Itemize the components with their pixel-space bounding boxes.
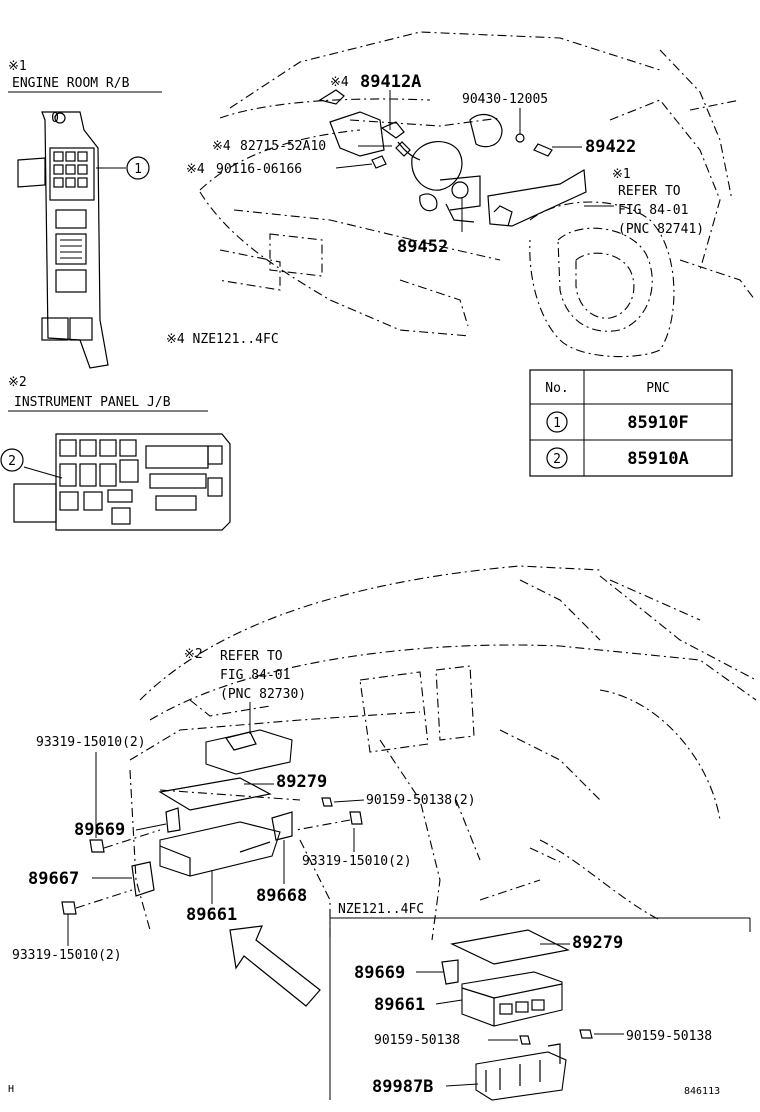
p82715-mark: ※4 (212, 139, 231, 154)
ref1-line3: (PNC 82741) (618, 222, 704, 237)
engine-room-rb-section: ※1 ENGINE ROOM R/B 0 1 (8, 59, 162, 369)
engine-room-label: ENGINE ROOM R/B (12, 76, 130, 91)
instrument-panel-jb-box (13, 433, 231, 531)
p90159a-label: 90159-50138(2) (366, 793, 476, 808)
ref1-line2: FIG 84-01 (618, 203, 688, 218)
callout-2-circle (0, 448, 24, 472)
ref1-mark: ※1 (612, 167, 631, 182)
top-part-labels: ※4 89412A 90430-12005 ※4 82715-52A10 894… (166, 72, 704, 347)
p90159a-leader (333, 799, 365, 803)
p90116-label: 90116-06166 (216, 162, 302, 177)
pnc-row-2-circle (546, 447, 568, 469)
engine-room-mark: ※1 (8, 59, 27, 74)
pnc-row-1-circle (546, 411, 568, 433)
p89412a-mark: ※4 (330, 75, 349, 90)
pnc-table-frame (529, 369, 733, 477)
pnc-row-2-pnc: 85910A (627, 449, 688, 469)
inset-p89279-label: 89279 (572, 933, 623, 953)
ref2-line2: FIG 84-01 (220, 668, 290, 683)
p90116-leader (335, 163, 373, 169)
ref1-line1: REFER TO (618, 184, 681, 199)
instrument-panel-label: INSTRUMENT PANEL J/B (14, 395, 171, 410)
bottom-part-labels: ※2 REFER TO FIG 84-01 (PNC 82730) 93319-… (12, 647, 476, 963)
dashboard-drawing (61, 565, 757, 1007)
car-front-drawing (199, 31, 756, 358)
p89669-leader (135, 823, 167, 831)
p90116-mark: ※4 (186, 162, 205, 177)
p89668-label: 89668 (256, 886, 307, 906)
p93319c-label: 93319-15010(2) (12, 948, 122, 963)
p89279-label: 89279 (276, 772, 327, 792)
p89667-label: 89667 (28, 869, 79, 889)
nze-inset (329, 917, 751, 1101)
footer-code: 846113 (684, 1086, 720, 1097)
callout-1-number: 1 (134, 162, 142, 177)
view-arrow-icon (229, 925, 321, 1007)
instrument-panel-jb-section: ※2 INSTRUMENT PANEL J/B 2 (0, 375, 231, 531)
pnc-row-1-no: 1 (553, 416, 561, 431)
pnc-row-1-pnc: 85910F (627, 413, 688, 433)
p89422-label: 89422 (585, 137, 636, 157)
inset-part-labels: 89279 89669 89661 90159-50138 90159-5013… (354, 933, 712, 1097)
inset-p89669-label: 89669 (354, 963, 405, 983)
ref2-line1: REFER TO (220, 649, 283, 664)
pnc-row-2-no: 2 (553, 452, 561, 467)
model-note-top: ※4 NZE121..4FC (166, 332, 279, 347)
callout-1-circle (126, 156, 150, 180)
engine-room-zero-mark: 0 (51, 111, 59, 126)
inset-p89987b-leader (445, 1083, 479, 1087)
callout-2-number: 2 (8, 454, 16, 469)
inset-p90159a-label: 90159-50138 (374, 1033, 460, 1048)
pnc-header-no: No. (545, 381, 568, 396)
inset-p89661-label: 89661 (374, 995, 425, 1015)
footer-left: H (8, 1084, 14, 1095)
p82715-label: 82715-52A10 (240, 139, 326, 154)
p89452-label: 89452 (397, 237, 448, 257)
pnc-table: No. PNC 1 85910F 2 85910A (529, 369, 733, 477)
p89412a-label: 89412A (360, 72, 421, 92)
p90430-label: 90430-12005 (462, 92, 548, 107)
p93319a-label: 93319-15010(2) (36, 735, 146, 750)
inset-p90159b-label: 90159-50138 (626, 1029, 712, 1044)
p93319b-label: 93319-15010(2) (302, 854, 412, 869)
engine-room-relay-box (17, 111, 109, 369)
p89661-label: 89661 (186, 905, 237, 925)
p89669-label: 89669 (74, 820, 125, 840)
ref2-line3: (PNC 82730) (220, 687, 306, 702)
instrument-panel-mark: ※2 (8, 375, 27, 390)
pnc-header-pnc: PNC (646, 381, 669, 396)
inset-p89987b-label: 89987B (372, 1077, 433, 1097)
callout-2-leader (23, 466, 63, 479)
nze-label: NZE121..4FC (338, 902, 424, 917)
inset-p89661-leader (435, 999, 463, 1005)
ref2-mark: ※2 (184, 647, 203, 662)
